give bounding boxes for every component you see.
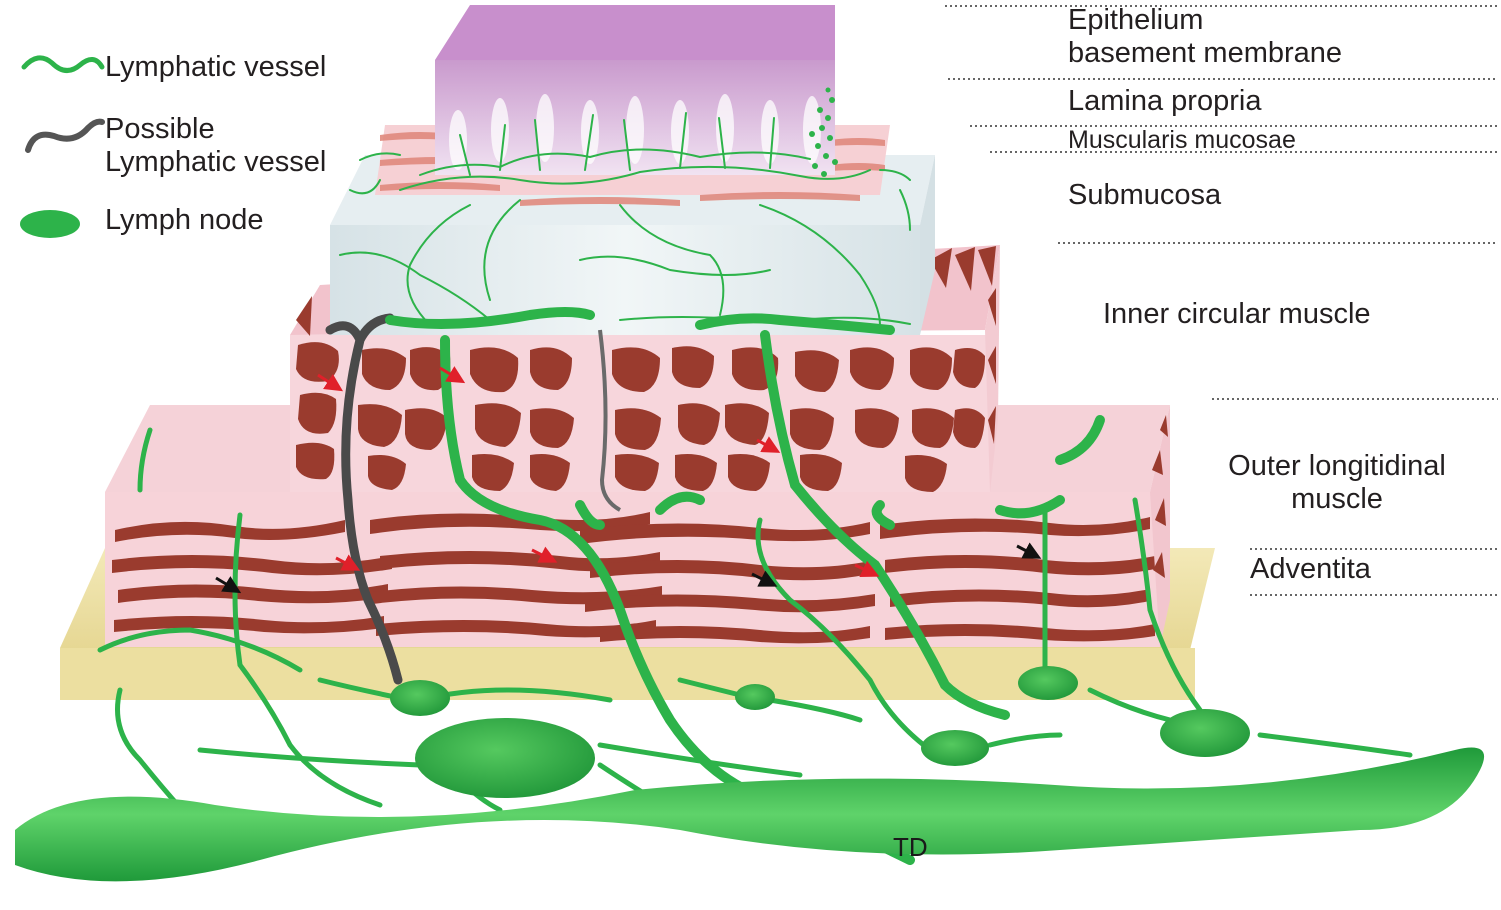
lymph-node — [415, 718, 595, 798]
lymph-node — [1018, 666, 1078, 700]
possible-lymphatic-vessel — [325, 313, 622, 685]
epithelium-layer — [435, 5, 835, 175]
thoracic-duct — [15, 747, 1485, 882]
thoracic-duct-label: TD — [893, 832, 928, 862]
red-arrow — [335, 554, 361, 571]
black-arrow — [1016, 542, 1042, 559]
red-arrow — [439, 366, 466, 384]
outer-longitudinal-muscle-label-line1: Outer longitidinal — [1228, 450, 1446, 482]
submucosa-label: Submucosa — [1068, 179, 1222, 211]
lymph-nodes — [390, 666, 1250, 798]
red-arrow — [317, 373, 344, 392]
legend-possible-label-line2: Lymphatic vessel — [105, 146, 327, 178]
legend-possible-label-line1: Possible — [105, 113, 215, 145]
lymph-node — [1160, 709, 1250, 757]
possible-lymphatic-vessel-legend-icon — [25, 118, 105, 153]
inner-circular-muscle-label: Inner circular muscle — [1103, 298, 1371, 330]
muscularis-mucosae-label: Muscularis mucosae — [1068, 126, 1296, 154]
red-arrow — [854, 560, 880, 577]
legend-lymphatic-vessel-label: Lymphatic vessel — [105, 51, 327, 83]
lymphatic-dots — [809, 87, 838, 177]
epithelium-label: Epithelium — [1068, 4, 1204, 36]
layer-separators — [945, 5, 1498, 596]
outer-longitudinal-muscle-label-line2: muscle — [1291, 483, 1383, 515]
red-arrow — [756, 436, 781, 453]
lymph-node — [390, 680, 450, 716]
black-arrow — [215, 576, 242, 594]
flow-arrows — [215, 366, 1042, 594]
black-arrow — [751, 570, 778, 587]
lamina-propria-label: Lamina propria — [1068, 85, 1262, 117]
lymphatic-vessel-legend-icon — [21, 55, 105, 73]
circular-muscle-cells — [296, 342, 985, 492]
legend-lymph-node-label: Lymph node — [105, 204, 264, 236]
adventitia-label: Adventita — [1250, 553, 1371, 585]
lymph-node — [921, 730, 989, 766]
lymph-node-legend-icon — [20, 210, 80, 238]
red-arrow — [531, 546, 558, 563]
longitudinal-muscle-bands — [112, 512, 1155, 644]
legend — [20, 55, 105, 238]
basement-membrane-label: basement membrane — [1068, 37, 1343, 69]
lymph-node — [735, 684, 775, 710]
